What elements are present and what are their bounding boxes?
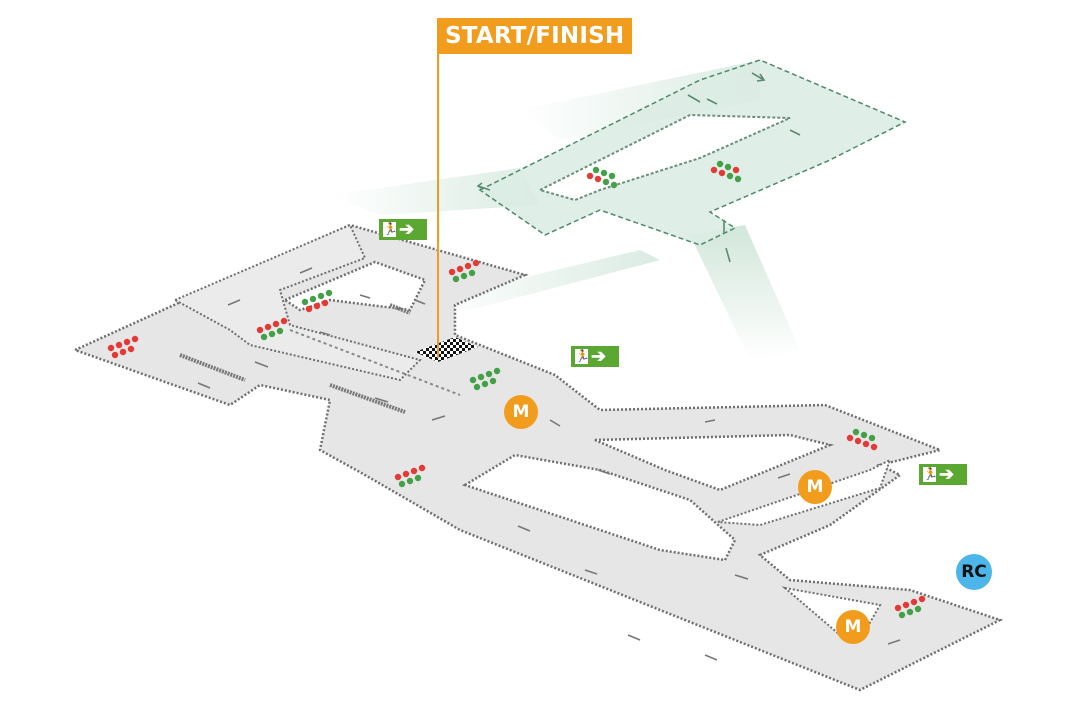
barrier: [289, 329, 461, 396]
marshal-post-icon: M: [836, 610, 870, 644]
direction-arrow-icon: [197, 267, 901, 661]
arrow-right-icon: ➔: [591, 346, 607, 366]
main-level-infield-4: [717, 457, 892, 527]
marshal-post-icon: M: [798, 470, 832, 504]
upper-walkway-fade-left: [330, 168, 540, 215]
upper-walkway-fade-mid: [430, 250, 660, 310]
main-level-infield-2: [462, 453, 737, 562]
upper-level-hole: [537, 113, 791, 202]
exit-person-icon: 🏃: [575, 349, 590, 364]
emergency-exit-icon: 🏃 ➔: [919, 464, 967, 485]
exit-person-icon: 🏃: [383, 222, 398, 237]
barrier: [329, 383, 406, 414]
start-finish-pointer: [437, 54, 439, 358]
exit-person-icon: 🏃: [923, 467, 938, 482]
main-level-inner-1: [172, 223, 422, 382]
marshal-post-icon: M: [504, 395, 538, 429]
signal-lights-icon: [107, 160, 926, 619]
race-control-icon: RC: [956, 554, 992, 590]
arrow-right-icon: ➔: [939, 464, 955, 484]
downramp-fade: [690, 225, 800, 360]
main-level-infield-3: [594, 433, 835, 492]
emergency-exit-icon: 🏃 ➔: [571, 346, 619, 367]
barrier: [179, 353, 246, 382]
emergency-exit-icon: 🏃 ➔: [379, 219, 427, 240]
direction-arrow-icon: [476, 72, 801, 263]
arrow-right-icon: ➔: [399, 219, 415, 239]
barrier: [389, 303, 411, 315]
start-finish-line: [415, 337, 478, 362]
start-finish-label: START/FINISH: [437, 18, 633, 54]
